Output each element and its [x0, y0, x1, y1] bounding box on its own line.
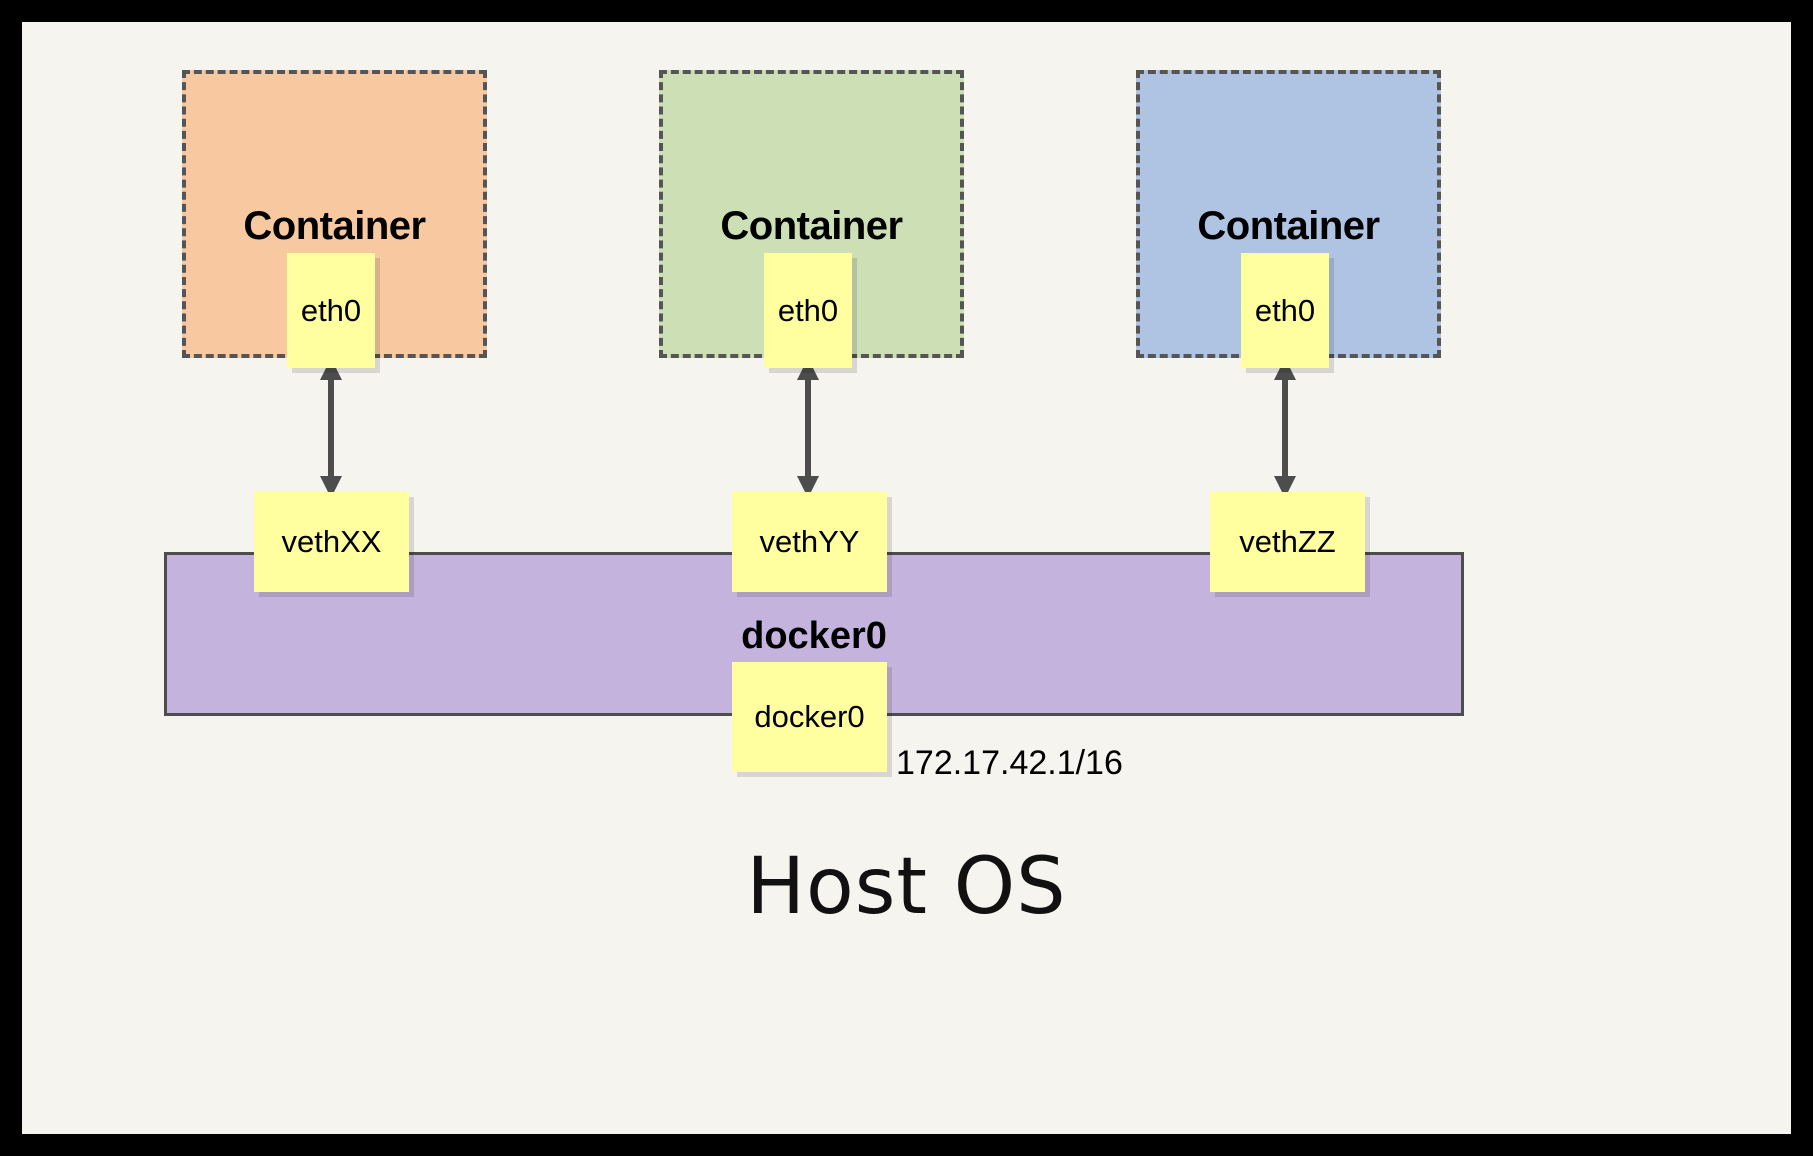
container-label-1: Container: [243, 204, 426, 248]
docker0-interface-box: docker0: [732, 662, 887, 772]
veth-link-arrow-1: [311, 358, 351, 498]
veth-box-3: vethZZ: [1210, 492, 1365, 592]
container-label-2: Container: [720, 204, 903, 248]
docker0-bar-label: docker0: [741, 615, 887, 657]
eth0-box-3: eth0: [1241, 253, 1329, 368]
veth-link-arrow-3: [1265, 358, 1305, 498]
eth0-box-1: eth0: [287, 253, 375, 368]
double-arrow-icon: [320, 358, 342, 498]
host-os-region: Container Container Container docker0 et…: [22, 22, 1791, 1134]
veth-box-1: vethXX: [254, 492, 409, 592]
veth-box-2: vethYY: [732, 492, 887, 592]
veth-link-arrow-2: [788, 358, 828, 498]
double-arrow-icon: [1274, 358, 1296, 498]
eth0-box-2: eth0: [764, 253, 852, 368]
docker0-ip-label: 172.17.42.1/16: [896, 744, 1123, 782]
host-os-title: Host OS: [746, 842, 1067, 932]
container-label-3: Container: [1197, 204, 1380, 248]
double-arrow-icon: [797, 358, 819, 498]
